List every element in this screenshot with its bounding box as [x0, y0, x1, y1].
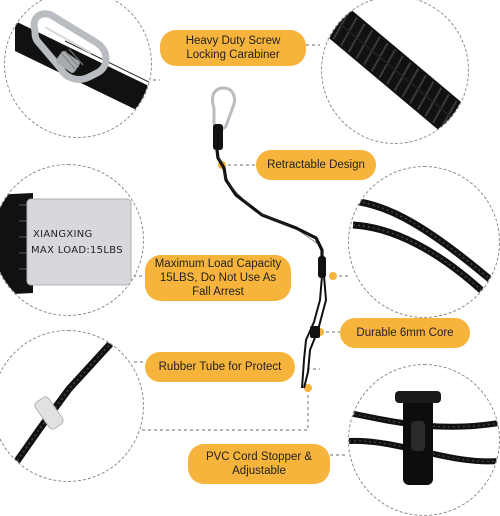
load-tag-image: XIANGXING MAX LOAD:15LBS — [0, 193, 132, 295]
tag-brand-text: XIANGXING — [33, 229, 93, 240]
rubber-tube-circle — [0, 330, 144, 482]
callout-load-line-1: Maximum Load Capacity — [154, 258, 282, 270]
callout-retractable: Retractable Design — [256, 150, 376, 180]
durable-core-circle — [348, 166, 500, 318]
load-tag-circle: XIANGXING MAX LOAD:15LBS — [0, 164, 144, 316]
carabiner-closeup-circle — [4, 0, 152, 138]
callout-carabiner-line-2: Locking Carabiner — [186, 49, 280, 61]
retractable-coil-circle — [321, 0, 469, 144]
callout-load-line-3: Fall Arrest — [192, 286, 244, 298]
cord-stopper-image — [349, 391, 499, 485]
callout-stopper-line-2: Adjustable — [232, 465, 286, 477]
callout-stopper-line-1: PVC Cord Stopper & — [205, 451, 313, 463]
callout-cord-stopper: PVC Cord Stopper & Adjustable — [188, 444, 330, 484]
cord-stopper-circle — [348, 364, 500, 516]
callout-core-line-1: Durable 6mm Core — [356, 327, 454, 339]
carabiner-closeup-image — [15, 10, 151, 117]
tool-lanyard-product — [210, 86, 328, 389]
durable-core-image — [352, 197, 499, 310]
callout-tube-line-1: Rubber Tube for Protect — [158, 361, 282, 373]
callout-retractable-line-1: Retractable Design — [267, 159, 365, 171]
callout-load-capacity: Maximum Load Capacity 15LBS, Do Not Use … — [145, 255, 291, 301]
callout-carabiner-line-1: Heavy Duty Screw — [185, 35, 281, 47]
callout-carabiner: Heavy Duty Screw Locking Carabiner — [160, 30, 306, 66]
retractable-coil-image — [322, 0, 468, 143]
rubber-tube-image — [0, 338, 116, 481]
callout-rubber-tube: Rubber Tube for Protect — [145, 352, 295, 382]
callout-load-line-2: 15LBS, Do Not Use As — [159, 272, 277, 284]
callout-core: Durable 6mm Core — [340, 318, 470, 348]
tag-load-text: MAX LOAD:15LBS — [31, 245, 123, 256]
